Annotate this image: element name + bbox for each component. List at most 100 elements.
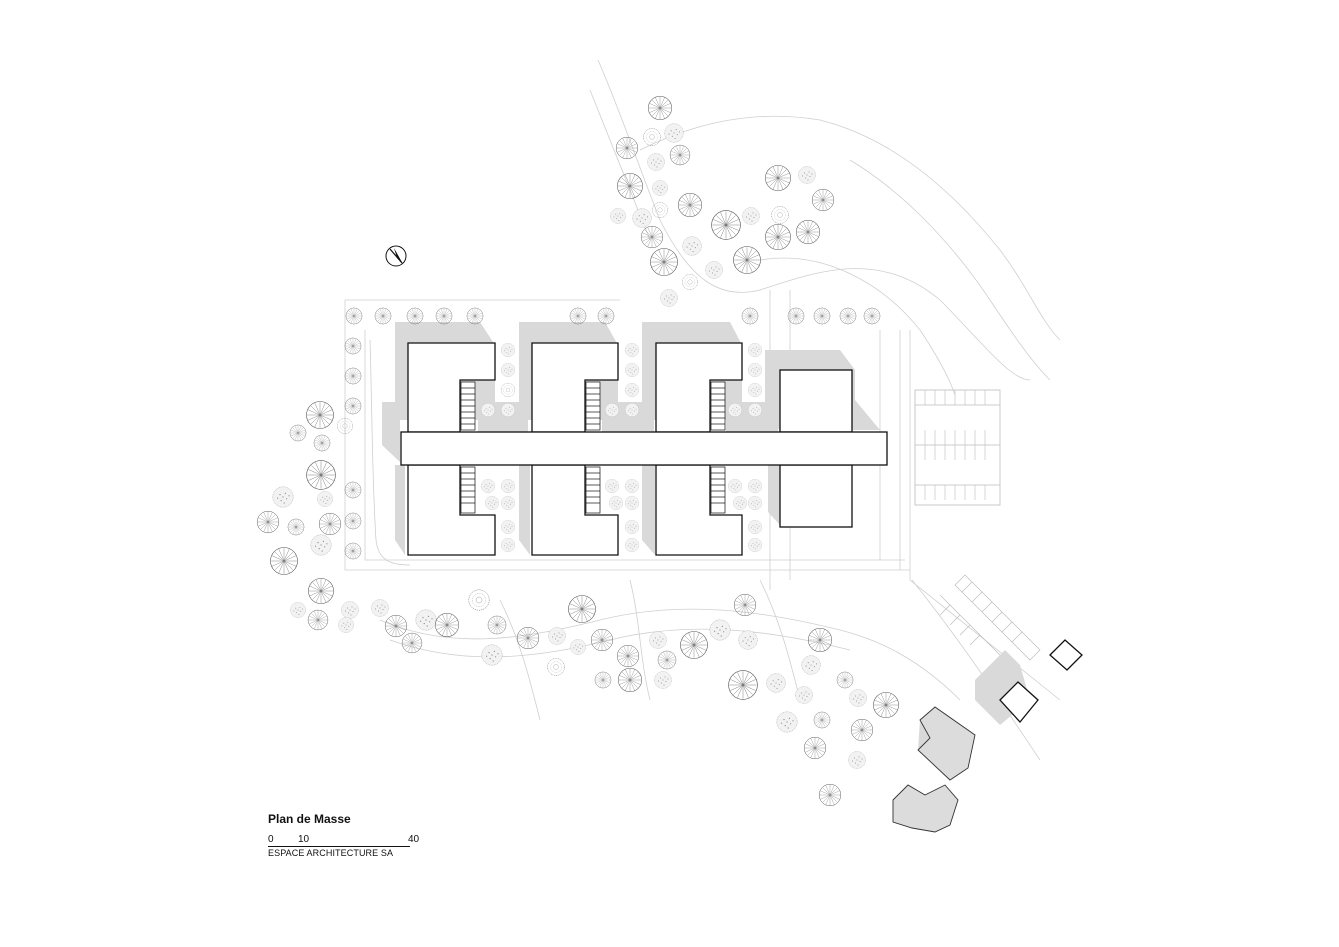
tree-icon: [605, 403, 619, 417]
tree-icon: [344, 512, 362, 530]
tree-icon: [338, 617, 354, 633]
tree-icon: [733, 246, 761, 274]
tree-icon: [625, 538, 639, 552]
tree-icon: [547, 658, 565, 676]
tree-icon: [625, 403, 639, 417]
tree-icon: [594, 671, 612, 689]
tree-icon: [371, 599, 389, 617]
tree-icon: [632, 208, 652, 228]
tree-icon: [310, 534, 332, 556]
tree-icon: [466, 307, 484, 325]
tree-icon: [733, 496, 747, 510]
tree-icon: [344, 542, 362, 560]
tree-icon: [306, 460, 336, 490]
tree-icon: [748, 383, 762, 397]
tree-icon: [748, 343, 762, 357]
tree-icon: [570, 639, 586, 655]
tree-icon: [650, 248, 678, 276]
tree-icon: [728, 403, 742, 417]
neighbour-buildings: [892, 706, 976, 833]
tree-icon: [568, 595, 596, 623]
tree-icon: [657, 650, 677, 670]
tree-icon: [664, 123, 684, 143]
tree-icon: [617, 173, 643, 199]
tree-icon: [481, 479, 495, 493]
tree-icon: [741, 307, 759, 325]
tree-icon: [618, 668, 642, 692]
tree-icon: [839, 307, 857, 325]
tree-icon: [481, 403, 495, 417]
tree-icon: [374, 307, 392, 325]
tree-icon: [501, 363, 515, 377]
tree-icon: [616, 644, 640, 668]
tree-icon: [798, 166, 816, 184]
tree-icon: [344, 397, 362, 415]
tree-icon: [501, 538, 515, 552]
tree-icon: [307, 609, 329, 631]
tree-icon: [654, 671, 672, 689]
north-arrow-icon: [385, 245, 407, 267]
tree-icon: [649, 631, 667, 649]
site-contours: [344, 59, 1061, 761]
tree-icon: [813, 711, 831, 729]
tree-icon: [652, 202, 668, 218]
tree-icon: [406, 307, 424, 325]
tree-icon: [501, 343, 515, 357]
tree-icon: [748, 496, 762, 510]
tree-icon: [487, 615, 507, 635]
parking-diagonal: [939, 574, 1041, 666]
scale-tick-label: 40: [408, 834, 420, 845]
tree-icon: [705, 261, 723, 279]
tree-icon: [344, 481, 362, 499]
tree-icon: [748, 363, 762, 377]
tree-icon: [765, 165, 791, 191]
tree-icon: [801, 655, 821, 675]
tree-icon: [711, 210, 741, 240]
tree-icon: [643, 128, 661, 146]
tree-icon: [811, 188, 835, 212]
tree-icon: [813, 307, 831, 325]
tree-icon: [748, 403, 762, 417]
tree-icon: [678, 193, 702, 217]
parking-top: [914, 389, 1001, 506]
tree-icon: [485, 496, 499, 510]
tree-icon: [682, 274, 698, 290]
tree-icon: [660, 289, 678, 307]
scale-line: [268, 846, 410, 849]
tree-icon: [344, 337, 362, 355]
tree-icon: [652, 180, 668, 196]
tree-icon: [771, 206, 789, 224]
tree-icon: [795, 686, 813, 704]
tree-icon: [640, 225, 664, 249]
tree-icon: [848, 751, 866, 769]
tree-icon: [625, 363, 639, 377]
tree-icon: [748, 538, 762, 552]
tree-icon: [345, 307, 363, 325]
tree-icon: [787, 307, 805, 325]
tree-icon: [308, 578, 334, 604]
tree-icon: [863, 307, 881, 325]
tree-icon: [742, 207, 760, 225]
tree-icon: [765, 224, 791, 250]
tree-icon: [733, 593, 757, 617]
tree-icon: [796, 220, 820, 244]
tree-icon: [728, 670, 758, 700]
tree-icon: [682, 236, 702, 256]
tree-icon: [272, 486, 294, 508]
tree-icon: [609, 496, 623, 510]
tree-icon: [384, 614, 408, 638]
tree-icon: [873, 692, 899, 718]
tree-icon: [341, 601, 359, 619]
tree-icon: [270, 547, 298, 575]
tree-icon: [836, 671, 854, 689]
tree-icon: [501, 479, 515, 493]
tree-icon: [501, 383, 515, 397]
tree-icon: [610, 208, 626, 224]
tree-icon: [435, 613, 459, 637]
tree-icon: [318, 512, 342, 536]
tree-icon: [808, 628, 832, 652]
scale-bar: 0 10 40 ESPACE ARCHITECTURE SA: [268, 834, 419, 860]
tree-icon: [849, 689, 867, 707]
tree-icon: [306, 401, 334, 429]
tree-icon: [625, 343, 639, 357]
